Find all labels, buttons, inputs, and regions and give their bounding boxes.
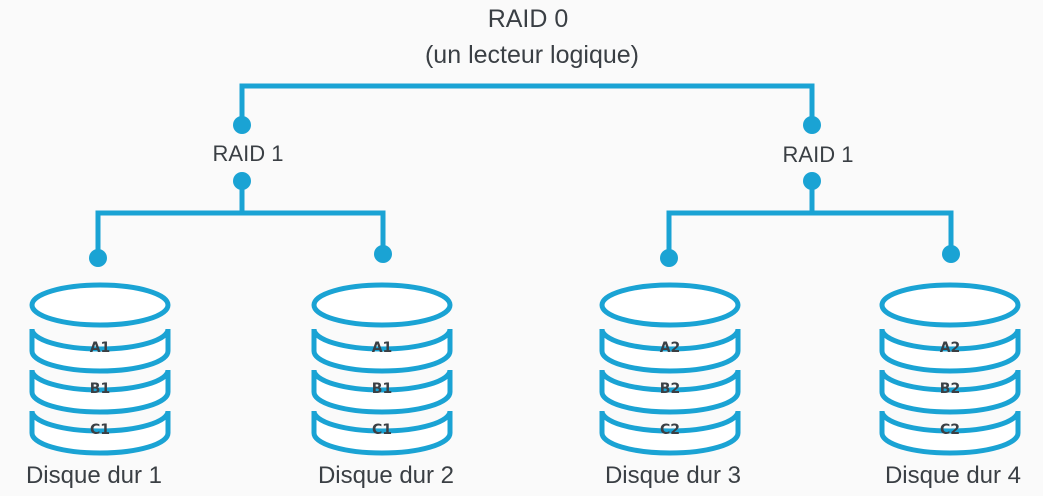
disk-4-segment-label: A2: [940, 340, 961, 356]
disk-2-segment-label: B1: [372, 381, 392, 397]
raid1-left-label: RAID 1: [213, 141, 284, 166]
disk3-node: [660, 249, 678, 267]
raid1-left-bar: [95, 210, 386, 258]
disk-1-segment-label: C1: [90, 422, 110, 438]
disk-2: C1 B1 A1: [311, 282, 453, 456]
raid1-right-top-node: [803, 116, 821, 134]
disk-3-band-3: [599, 410, 741, 456]
disk-1-label: Disque dur 1: [26, 462, 162, 489]
disk2-node: [374, 245, 392, 263]
disk-1-band-1: [29, 328, 171, 374]
disk-1-band-3: [29, 410, 171, 456]
disk-3-segment-label: C2: [660, 422, 680, 438]
disk-2-band-1: [311, 328, 453, 374]
disk-1-segment-label: A1: [90, 340, 111, 356]
disk-3-segment-label: B2: [660, 381, 680, 397]
disk-3: C2 B2 A2: [599, 282, 741, 456]
disk-4: C2 B2 A2: [879, 282, 1021, 456]
disk1-node: [89, 249, 107, 267]
raid1-right-label: RAID 1: [783, 142, 854, 167]
disk-3-band-2: [599, 369, 741, 415]
disk-3-label: Disque dur 3: [605, 462, 741, 489]
disk-4-band-3: [879, 410, 1021, 456]
disk-4-label: Disque dur 4: [885, 462, 1021, 489]
disk4-node: [942, 245, 960, 263]
disk-2-label: Disque dur 2: [318, 462, 454, 489]
disk-2-top: [311, 282, 453, 328]
disk-2-band-2: [311, 369, 453, 415]
raid1-left-connector: [89, 172, 392, 267]
title-subtitle: (un lecteur logique): [425, 41, 639, 69]
disk-1-band-2: [29, 369, 171, 415]
disk-1-segment-label: B1: [90, 381, 110, 397]
disk-3-band-1: [599, 328, 741, 374]
disk-2-segment-label: A1: [372, 340, 393, 356]
raid1-right-bar: [666, 210, 954, 258]
raid1-right-connector: [660, 172, 960, 267]
disk-4-top: [879, 282, 1021, 328]
disk-4-band-1: [879, 328, 1021, 374]
disk-1: C1 B1 A1: [29, 282, 171, 456]
raid0-bar: [239, 83, 815, 125]
disk-4-segment-label: B2: [940, 381, 960, 397]
title-raid0: RAID 0: [488, 5, 569, 33]
raid0-connector: [233, 83, 821, 134]
disk-2-segment-label: C1: [372, 422, 392, 438]
disk-4-segment-label: C2: [940, 422, 960, 438]
disk-4-band-2: [879, 369, 1021, 415]
disk-2-band-3: [311, 410, 453, 456]
disk-3-top: [599, 282, 741, 328]
disk-1-top: [29, 282, 171, 328]
raid1-left-top-node: [233, 116, 251, 134]
disk-3-segment-label: A2: [660, 340, 681, 356]
